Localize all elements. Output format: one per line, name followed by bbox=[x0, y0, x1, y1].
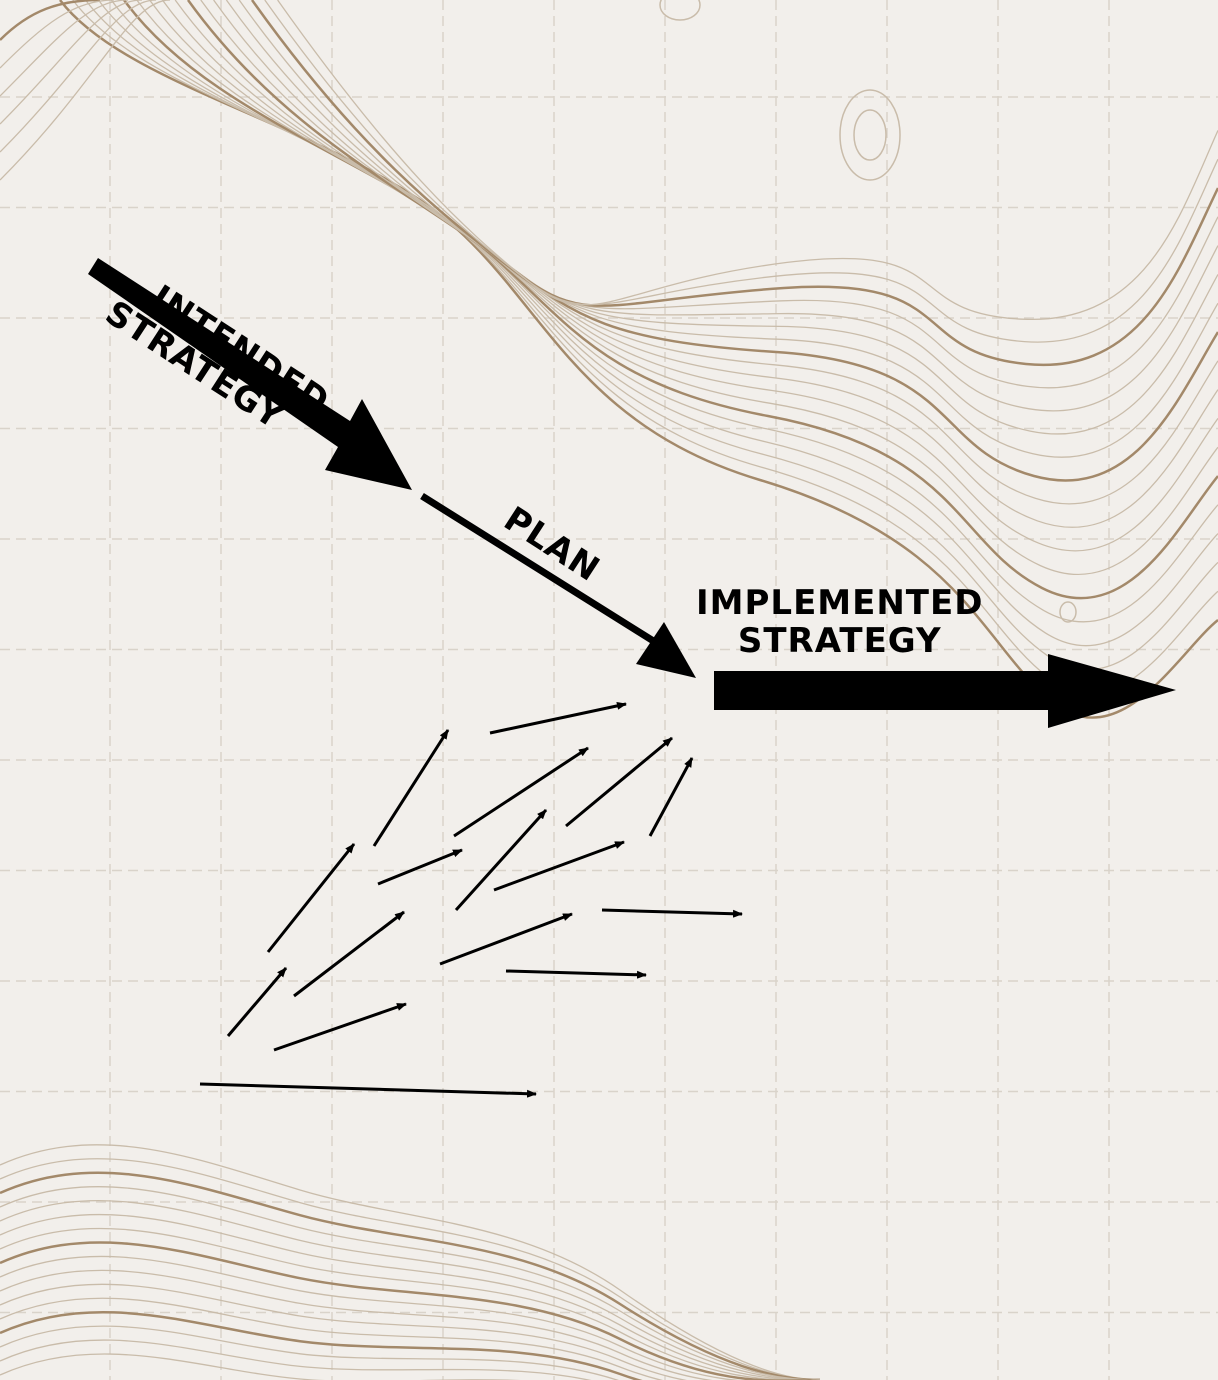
contour-line bbox=[0, 1199, 821, 1380]
contour-line bbox=[0, 1269, 820, 1380]
contour-line bbox=[0, 0, 171, 181]
contour-line bbox=[149, 0, 1218, 552]
contour-line bbox=[0, 1339, 820, 1380]
contour-peak bbox=[1059, 601, 1077, 623]
small-arrow bbox=[439, 912, 573, 966]
contour-line bbox=[0, 1325, 820, 1380]
contour-line bbox=[277, 0, 1218, 320]
implemented-strategy-arrow bbox=[714, 654, 1176, 728]
small-arrow bbox=[266, 843, 356, 953]
intended-strategy-arrow bbox=[88, 258, 412, 490]
contour-line bbox=[213, 0, 1218, 435]
contour-line bbox=[0, 1227, 820, 1380]
contour-line bbox=[238, 0, 1218, 389]
contour-line bbox=[161, 0, 1218, 528]
contour-line bbox=[0, 0, 101, 41]
contour-line bbox=[0, 0, 157, 153]
contour-line bbox=[0, 1353, 820, 1380]
implemented-label-line2: STRATEGY bbox=[737, 621, 942, 661]
contour-line bbox=[174, 0, 1218, 505]
small-arrow bbox=[377, 848, 463, 886]
small-arrow bbox=[226, 967, 288, 1037]
contour-line bbox=[186, 0, 1218, 482]
small-arrow bbox=[493, 840, 625, 892]
contour-line bbox=[225, 0, 1218, 412]
contour-line bbox=[0, 0, 129, 97]
small-arrow bbox=[372, 729, 450, 847]
contour-peak bbox=[839, 89, 901, 181]
contour-line bbox=[200, 0, 1218, 458]
contour-line bbox=[0, 1213, 820, 1380]
contour-line bbox=[0, 1144, 821, 1380]
contour-line bbox=[0, 0, 143, 125]
implemented-strategy-label: IMPLEMENTED STRATEGY bbox=[696, 584, 983, 660]
contour-line bbox=[0, 1158, 821, 1380]
plan-arrow bbox=[420, 493, 696, 678]
small-arrow bbox=[453, 746, 589, 838]
small-arrow bbox=[648, 757, 694, 837]
contour-line bbox=[0, 1171, 821, 1380]
contour-line bbox=[0, 0, 115, 69]
contour-line bbox=[250, 0, 1218, 367]
small-arrow bbox=[273, 1002, 407, 1052]
contour-peak bbox=[659, 0, 701, 21]
contour-line bbox=[0, 1310, 820, 1380]
small-arrow bbox=[601, 908, 743, 918]
small-arrow bbox=[505, 969, 647, 979]
contour-line bbox=[0, 1241, 820, 1380]
small-arrow bbox=[565, 736, 673, 828]
contour-line bbox=[0, 1283, 820, 1380]
small-arrow bbox=[489, 701, 627, 735]
implemented-label-line1: IMPLEMENTED bbox=[696, 583, 984, 623]
contour-line bbox=[0, 1255, 820, 1380]
contour-line bbox=[0, 1297, 820, 1380]
small-arrow bbox=[454, 808, 548, 912]
small-arrow bbox=[293, 910, 405, 998]
contour-line bbox=[264, 0, 1218, 343]
contour-line bbox=[0, 1186, 821, 1380]
contour-peak bbox=[853, 109, 887, 161]
small-arrow bbox=[199, 1082, 537, 1098]
emergent-strategy-arrows bbox=[199, 701, 743, 1098]
contour-line bbox=[136, 0, 1218, 575]
